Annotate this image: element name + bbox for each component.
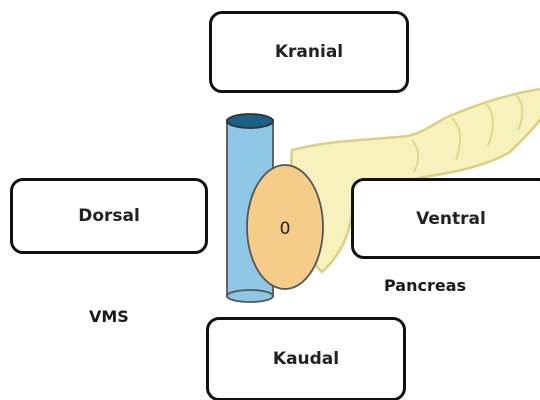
vessel-bottom [227,290,273,302]
dorsal-label: Dorsal [78,206,140,226]
dorsal-box: Dorsal [10,178,208,254]
ventral-label: Ventral [416,209,486,229]
kranial-box: Kranial [209,11,409,93]
vms-label: VMS [89,307,129,326]
kaudal-label: Kaudal [273,349,339,369]
vessel-opening [227,114,273,128]
cross-section-mark: 0 [280,219,291,239]
kaudal-box: Kaudal [206,317,406,400]
kranial-label: Kranial [275,42,343,62]
ventral-box: Ventral [351,178,540,259]
pancreas-label: Pancreas [384,276,466,295]
